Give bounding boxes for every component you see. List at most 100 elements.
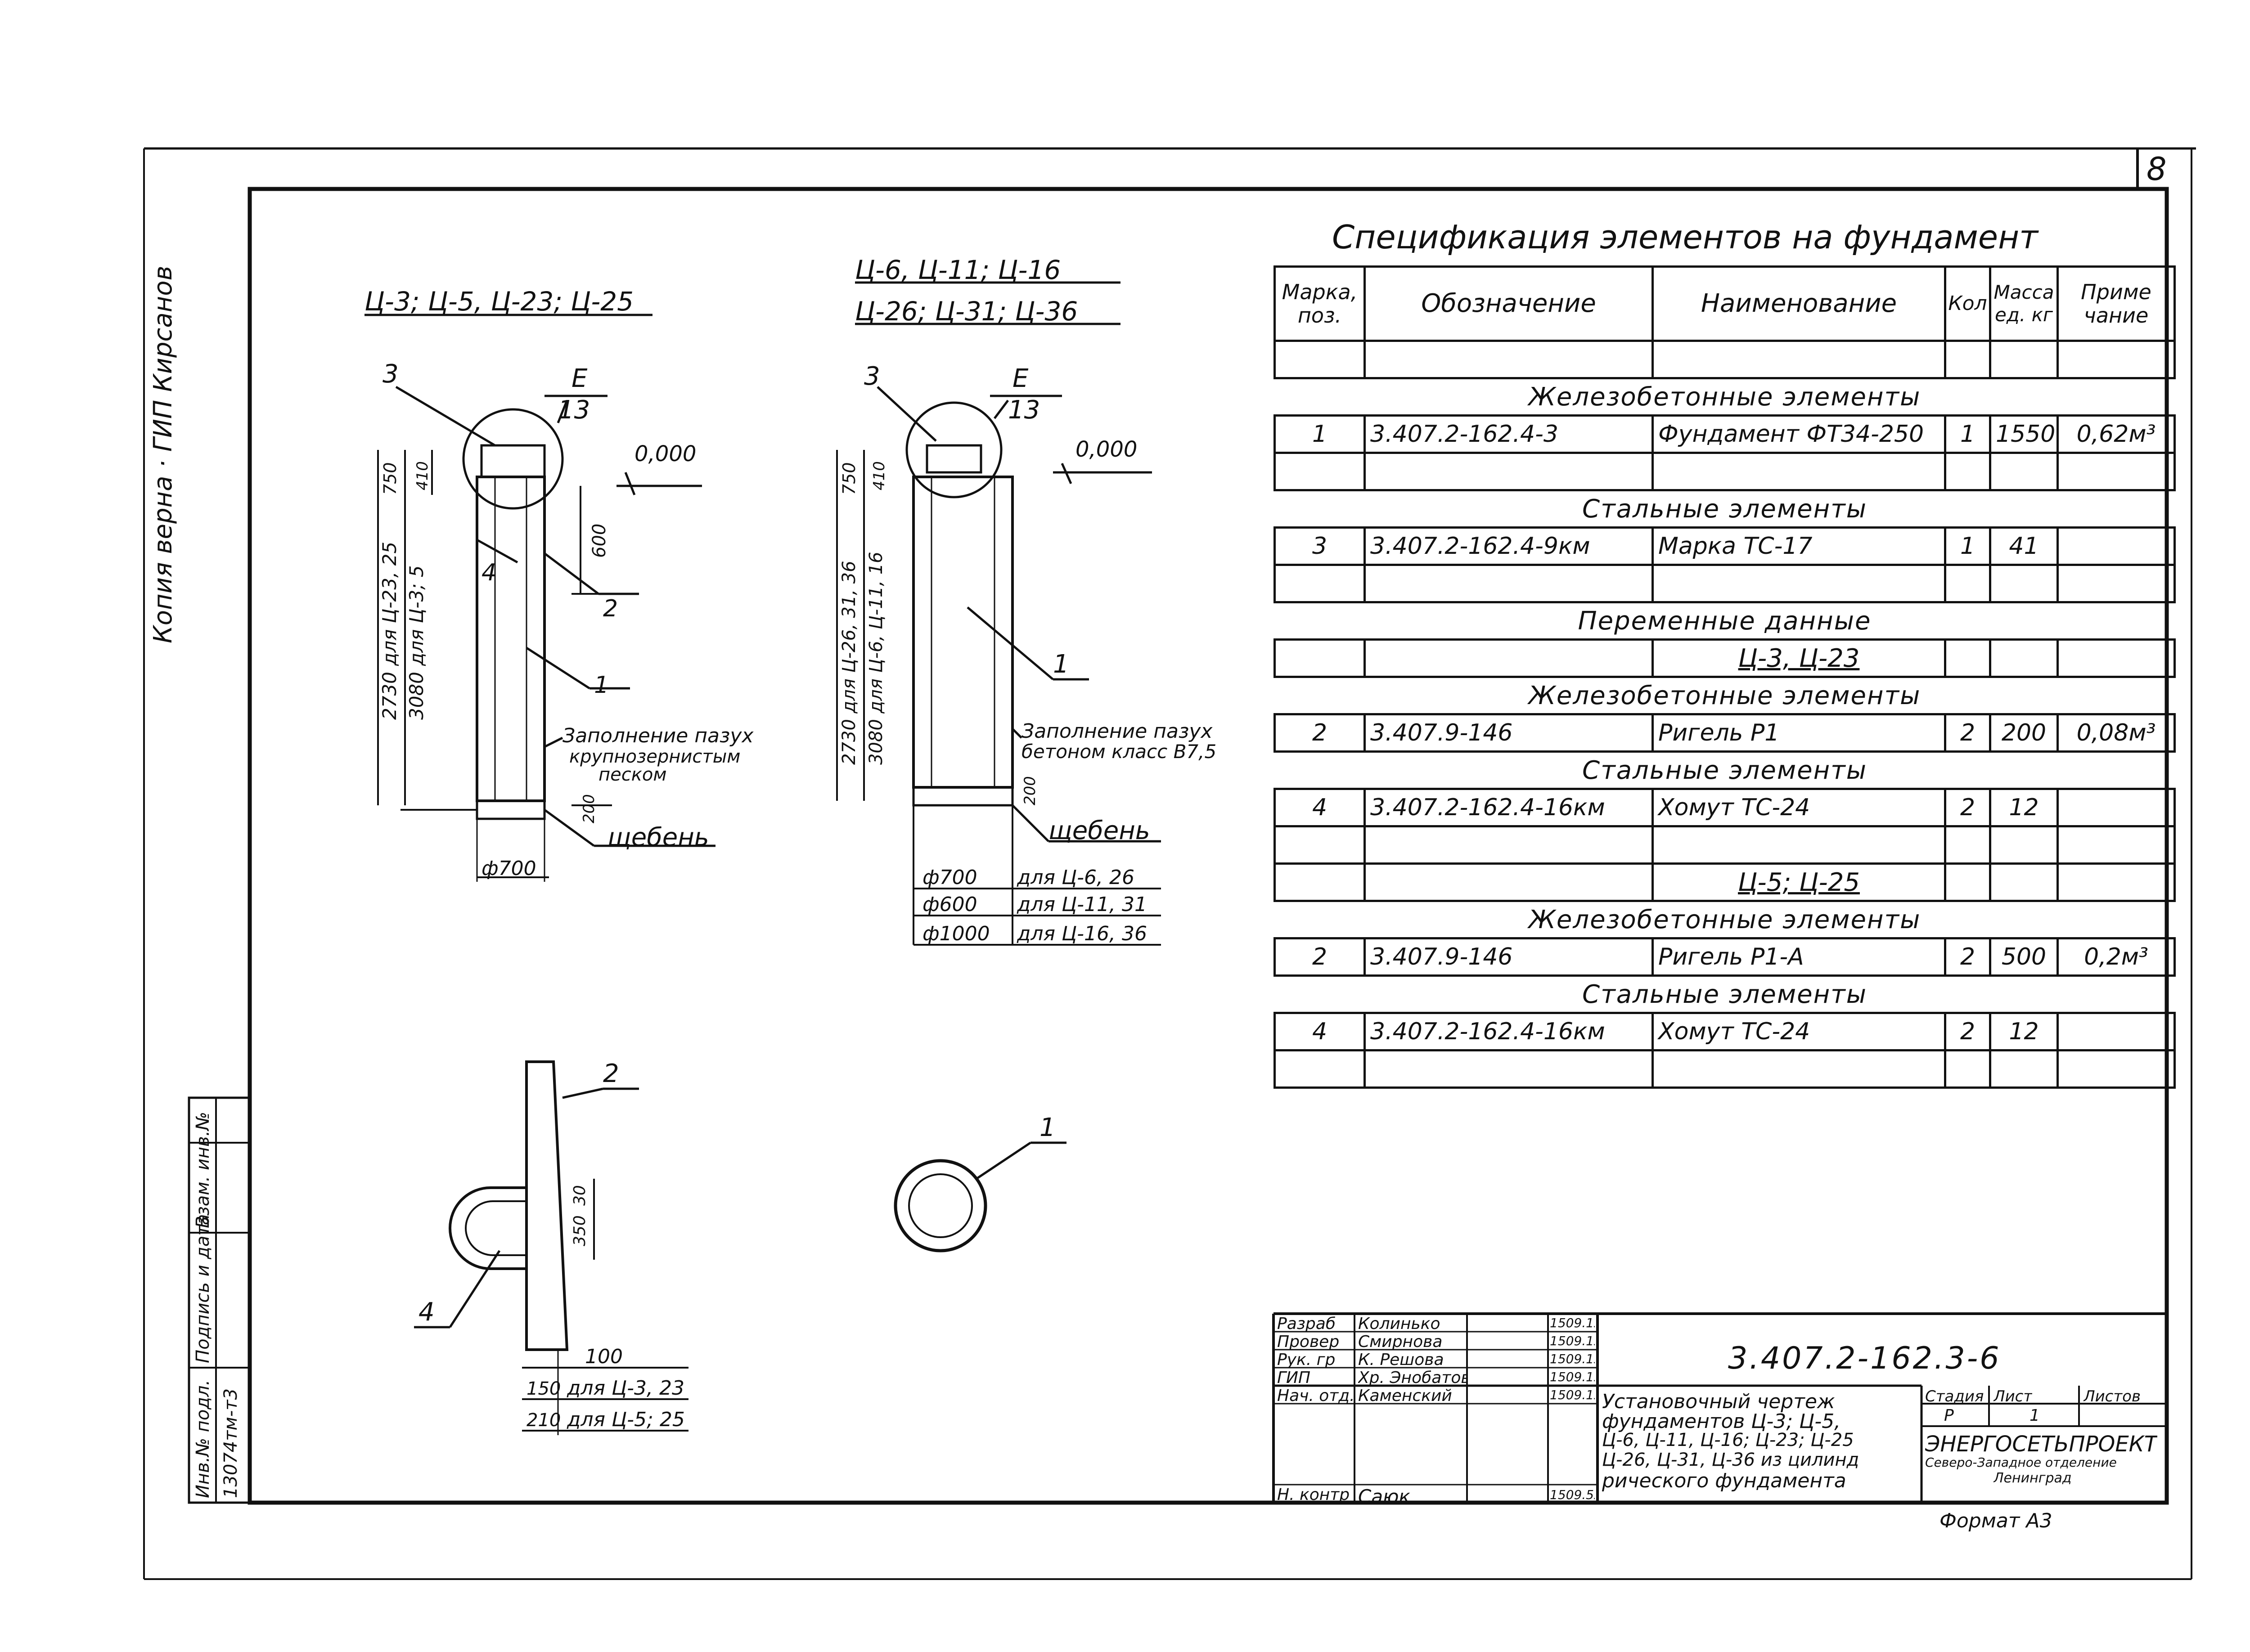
- spec-cell-mark: 4: [1274, 1012, 1366, 1051]
- right-dim-height2: 3080 для Ц-6, Ц-11, 16: [866, 552, 886, 765]
- spec-section-row: Стальные элементы: [1275, 976, 2175, 1013]
- tb-date-2: 1509.13: [1550, 1333, 1595, 1348]
- tb-description-5: рического фундамента: [1602, 1469, 1846, 1492]
- sheet-number: 8: [2146, 151, 2167, 188]
- tb-stage-label: Стадия: [1925, 1387, 1984, 1405]
- spec-cell-note: [2056, 788, 2176, 827]
- detail-label-4: 4: [418, 1297, 435, 1327]
- tb-role-1: Разраб: [1277, 1315, 1336, 1333]
- spec-header-name: Наименование: [1652, 265, 1946, 342]
- tb-date-4: 1509.13: [1550, 1369, 1595, 1384]
- table-row: [1274, 452, 2176, 491]
- right-title-1: Ц-6, Ц-11; Ц-16: [855, 255, 1061, 285]
- spec-section-row: Стальные элементы: [1275, 490, 2175, 528]
- right-callout-13: 13: [1008, 395, 1040, 425]
- detail-dim-210-for: для Ц-5; 25: [567, 1408, 685, 1431]
- left-label-1: 1: [594, 672, 609, 699]
- right-drawing-text: Ц-6, Ц-11; Ц-16 Ц-26; Ц-31; Ц-36 3 Е 13 …: [839, 255, 1216, 945]
- right-d3-for: для Ц-16, 36: [1017, 922, 1147, 945]
- side-stamp-replace-label: Взам. инв.№: [193, 1112, 213, 1228]
- left-leader-4: [476, 539, 518, 564]
- tb-role-5: Нач. отд.: [1277, 1387, 1355, 1405]
- tb-date-5: 1509.13: [1550, 1387, 1595, 1402]
- tb-doc-code: 3.407.2-162.3-6: [1728, 1341, 2001, 1376]
- left-foundation-drawing: [364, 314, 716, 882]
- section-outer-ring: [894, 1159, 987, 1252]
- spec-cell-mass: 12: [1989, 788, 2059, 827]
- spec-cell-name: Ригель Р1-А: [1652, 937, 1946, 977]
- spec-cell-note: [2056, 1012, 2176, 1051]
- left-cap-block: [480, 444, 546, 478]
- spec-cell-qty: 2: [1944, 1012, 1991, 1051]
- right-label-1: 1: [1053, 650, 1069, 679]
- left-label-4: 4: [482, 559, 496, 586]
- right-dim-height: 2730 для Ц-26, 31, 36: [839, 561, 860, 765]
- tb-sheets-label: Листов: [2084, 1387, 2141, 1405]
- left-leader-fill: [544, 736, 563, 748]
- detail-drawing: [414, 1060, 688, 1435]
- left-shaft: [476, 476, 546, 802]
- left-fill-note-3: песком: [598, 764, 667, 785]
- spec-cell-name: Фундамент ФТ34-250: [1652, 414, 1946, 454]
- right-cap-block: [926, 444, 982, 474]
- spec-section-row: Железобетонные элементы: [1275, 677, 2175, 714]
- right-d1: ф700: [922, 866, 977, 889]
- spec-cell-qty: 2: [1944, 937, 1991, 977]
- spec-cell-note: 0,08м³: [2056, 713, 2176, 753]
- left-dim-750: 750: [380, 462, 400, 495]
- left-gravel: щебень: [608, 823, 709, 852]
- detail-dim-350: 350: [571, 1215, 589, 1246]
- left-dim-200: 200: [580, 794, 598, 823]
- table-row: [1274, 825, 2176, 865]
- table-row: 1 3.407.2-162.4-3 Фундамент ФТ34-250 1 1…: [1274, 414, 2176, 454]
- table-row: 4 3.407.2-162.4-16км Хомут ТС-24 2 12: [1274, 1012, 2176, 1051]
- table-row: [1274, 1049, 2176, 1089]
- tb-sheet-label: Лист: [1994, 1387, 2033, 1405]
- spec-cell-name: Хомут ТС-24: [1652, 788, 1946, 827]
- detail-clamp-outer: [449, 1186, 526, 1270]
- section-label-1: 1: [1040, 1113, 1056, 1142]
- right-leader-e: [994, 400, 1009, 419]
- left-leader-1: [526, 646, 590, 690]
- section-leader-1: [976, 1141, 1031, 1180]
- spec-header-row: Марка, поз. Обозначение Наименование Кол…: [1274, 265, 2176, 342]
- spec-cell-mass: 12: [1989, 1012, 2059, 1051]
- spec-cell-designation: 3.407.9-146: [1364, 713, 1654, 753]
- spec-subsection-1: Ц-3, Ц-23: [1652, 638, 1946, 678]
- tb-org-3: Ленинград: [1994, 1470, 2072, 1486]
- spec-section-rc-1: Железобетонные элементы: [1528, 382, 1921, 412]
- spec-cell-qty: 2: [1944, 713, 1991, 753]
- spec-section-steel-2: Стальные элементы: [1582, 755, 1868, 785]
- spec-cell-note: 0,62м³: [2056, 414, 2176, 454]
- spec-subsection-row: Ц-3, Ц-23: [1274, 638, 2176, 678]
- spec-cell-name: Ригель Р1: [1652, 713, 1946, 753]
- tb-description-2: фундаментов Ц-3; Ц-5,: [1602, 1410, 1841, 1433]
- spec-cell-designation: 3.407.2-162.4-9км: [1364, 526, 1654, 566]
- left-callout-e: Е: [572, 364, 588, 393]
- tb-name-6: Саюк: [1358, 1486, 1410, 1508]
- left-dim-600: 600: [589, 524, 610, 558]
- side-stamp: [188, 1096, 251, 1504]
- spec-cell-name: Марка ТС-17: [1652, 526, 1946, 566]
- spec-cell-mark: 3: [1274, 526, 1366, 566]
- right-gravel: щебень: [1048, 816, 1150, 845]
- table-row: 4 3.407.2-162.4-16км Хомут ТС-24 2 12: [1274, 788, 2176, 827]
- spec-cell-designation: 3.407.2-162.4-16км: [1364, 788, 1654, 827]
- tb-stage: Р: [1944, 1406, 1954, 1425]
- tb-org-2: Северо-Западное отделение: [1925, 1455, 2117, 1470]
- left-dim-height: 2730 для Ц-23, 25: [378, 542, 400, 720]
- left-label-2: 2: [603, 595, 618, 622]
- format-label: Формат А3: [1940, 1509, 2052, 1532]
- margin-note: Копия верна · ГИП Кирсанов: [148, 265, 178, 643]
- left-leader-e: [557, 400, 568, 423]
- tb-name-2: Смирнова: [1358, 1333, 1443, 1351]
- left-drawing-text: Ц-3; Ц-5, Ц-23; Ц-25 3 Е 13 0,000 4 2 1 …: [364, 286, 754, 880]
- detail-leader-2: [562, 1087, 603, 1099]
- spec-cell-note: [2056, 526, 2176, 566]
- table-row: [1274, 564, 2176, 603]
- tb-role-4: ГИП: [1277, 1369, 1311, 1387]
- right-callout-e: Е: [1012, 364, 1029, 393]
- section-inner-ring: [908, 1173, 973, 1238]
- left-dim-height2: 3080 для Ц-3; 5: [405, 566, 428, 720]
- right-foundation-drawing: [836, 281, 1161, 946]
